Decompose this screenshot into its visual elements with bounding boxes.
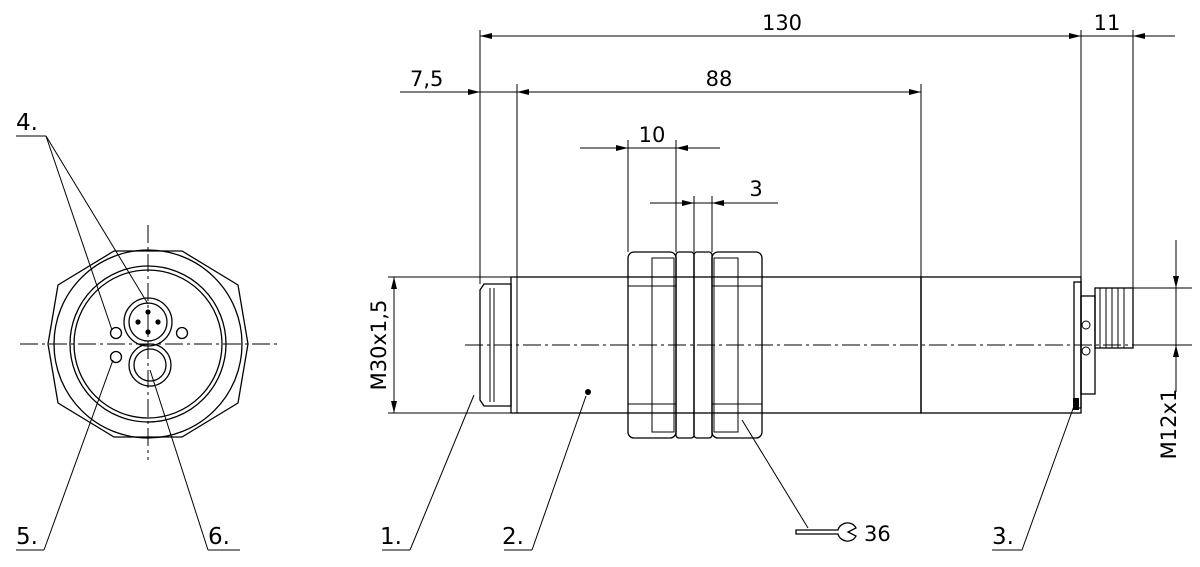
- rear-led: [1073, 398, 1079, 410]
- led-bottom-left: [109, 350, 123, 364]
- label-4-leader-b: [45, 135, 149, 305]
- label-3-leader: [1021, 405, 1075, 551]
- label-5-leader: [43, 359, 114, 551]
- label-4-leader-a: [45, 135, 113, 331]
- mark-dot: [585, 389, 591, 395]
- connector-pin-4: [145, 329, 151, 335]
- housing-circle: [69, 265, 227, 423]
- dim-label-m30: M30x1,5: [367, 300, 391, 391]
- wrench-size-label: 36: [864, 522, 891, 546]
- connector-screw-a: [1081, 320, 1091, 330]
- connector-circle: [123, 297, 173, 347]
- label-2-leader: [531, 395, 587, 551]
- connector-screw-b: [1081, 346, 1091, 356]
- housing-inner-circle: [73, 269, 223, 419]
- callout-label-3: 3.: [992, 524, 1014, 550]
- label-6-leader: [149, 369, 209, 551]
- dim-label-130: 130: [762, 11, 802, 35]
- callout-label-1: 1.: [380, 524, 402, 550]
- potentiometer-inner: [133, 348, 167, 382]
- potentiometer-outer: [128, 343, 172, 387]
- wrench-leader: [741, 419, 809, 529]
- front-view-callouts: 4. 5. 6.: [16, 110, 240, 551]
- label-1-leader: [409, 394, 475, 551]
- dim-label-7-5: 7,5: [410, 67, 443, 91]
- callout-label-6: 6.: [208, 524, 230, 550]
- nut-left-knurl: [651, 257, 675, 433]
- callout-label-4: 4.: [16, 110, 38, 136]
- dim-label-m12: M12x1: [1157, 389, 1181, 460]
- dim-label-10: 10: [639, 123, 666, 147]
- connector-pin-1: [145, 309, 151, 315]
- side-view-callouts: 1. 2. 3. 36: [380, 394, 1075, 551]
- connector-inner-circle: [128, 302, 168, 342]
- nut-right-knurl: [713, 257, 739, 433]
- led-top-right: [175, 326, 189, 340]
- hex-nut-outline: [47, 250, 249, 438]
- connector-plug: [1094, 287, 1134, 349]
- dimensions: 130 11 7,5 88 10 3 M30x1,5 M12x1: [367, 11, 1192, 459]
- wrench-icon: [795, 522, 857, 542]
- callout-label-2: 2.: [502, 524, 524, 550]
- led-top-left: [109, 326, 123, 340]
- callout-label-5: 5.: [16, 524, 38, 550]
- dim-label-88: 88: [706, 67, 733, 91]
- dim-label-11: 11: [1094, 11, 1121, 35]
- nut-outer-circle: [53, 249, 243, 439]
- side-view: [465, 251, 1188, 439]
- front-view: [20, 225, 280, 460]
- nut-right: [711, 251, 763, 439]
- dim-label-3: 3: [749, 177, 762, 201]
- connector-pin-3: [155, 319, 161, 325]
- connector-pin-2: [135, 319, 141, 325]
